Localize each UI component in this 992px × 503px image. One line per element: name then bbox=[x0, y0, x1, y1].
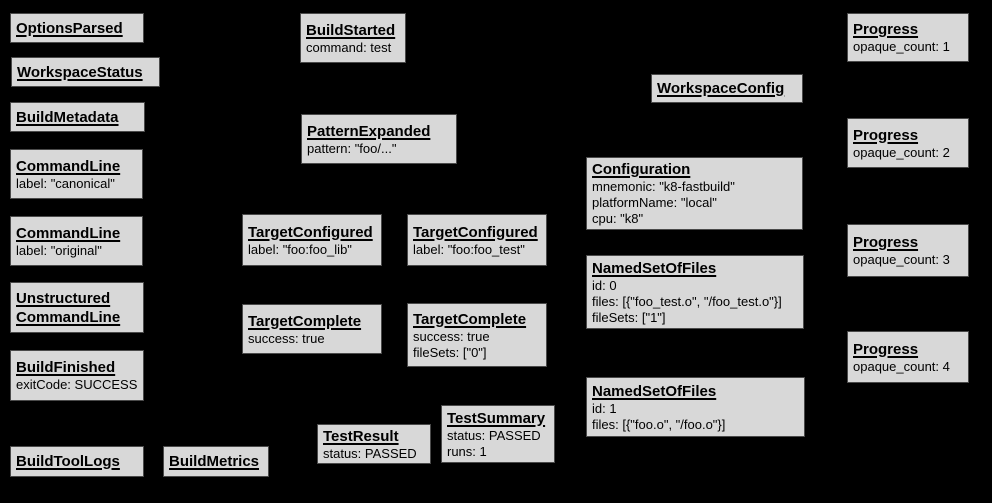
workspace-status-node: WorkspaceStatus bbox=[11, 57, 160, 87]
node-field: success: true bbox=[248, 330, 325, 346]
node-title: BuildFinished bbox=[16, 359, 116, 376]
node-field: platformName: "local" bbox=[592, 195, 717, 210]
build-tool-logs-node: BuildToolLogs bbox=[10, 446, 144, 477]
node-title: TargetComplete bbox=[413, 310, 527, 328]
node-title: Configuration bbox=[592, 161, 691, 178]
node-title: TargetConfigured bbox=[248, 223, 373, 241]
node-field: opaque_count: 2 bbox=[853, 144, 950, 160]
node-title: BuildToolLogs bbox=[16, 453, 120, 470]
options-parsed-node: OptionsParsed bbox=[10, 13, 144, 43]
node-title: Progress bbox=[853, 126, 919, 144]
node-title: BuildMetadata bbox=[16, 108, 119, 126]
node-title: OptionsParsed bbox=[16, 19, 123, 37]
node-field: command: test bbox=[306, 39, 392, 55]
node-title: TargetConfigured bbox=[413, 223, 538, 241]
node-title: NamedSetOfFiles bbox=[592, 382, 717, 400]
node-field: fileSets: ["0"] bbox=[413, 344, 487, 360]
node-field: opaque_count: 1 bbox=[853, 39, 950, 54]
node-title: Progress bbox=[853, 340, 919, 358]
node-field: cpu: "k8" bbox=[592, 211, 644, 226]
node-title: WorkspaceStatus bbox=[17, 63, 143, 81]
node-field: status: PASSED bbox=[447, 427, 541, 443]
node-field: exitCode: SUCCESS bbox=[16, 377, 138, 392]
node-field: runs: 1 bbox=[447, 443, 487, 459]
workspace-config-node: WorkspaceConfig bbox=[651, 74, 803, 103]
node-field: id: 1 bbox=[592, 400, 617, 416]
node-title: NamedSetOfFiles bbox=[592, 259, 717, 277]
node-field: files: [{"foo_test.o", "/foo_test.o"}] bbox=[592, 293, 782, 309]
node-field: label: "canonical" bbox=[16, 175, 115, 191]
node-field: fileSets: ["1"] bbox=[592, 309, 666, 325]
node-title: Progress bbox=[853, 21, 919, 38]
build-metadata-node: BuildMetadata bbox=[10, 102, 145, 132]
node-title: CommandLine bbox=[16, 224, 121, 242]
node-field: label: "original" bbox=[16, 242, 102, 258]
node-field: id: 0 bbox=[592, 277, 617, 293]
node-field: success: true bbox=[413, 328, 490, 344]
node-title: BuildMetrics bbox=[169, 453, 260, 470]
node-title: CommandLine bbox=[16, 308, 121, 326]
node-field: label: "foo:foo_test" bbox=[413, 241, 525, 257]
node-field: opaque_count: 3 bbox=[853, 252, 950, 267]
node-title: BuildStarted bbox=[306, 21, 396, 39]
node-field: status: PASSED bbox=[323, 445, 417, 461]
node-title: Unstructured bbox=[16, 289, 111, 307]
node-field: files: [{"foo.o", "/foo.o"}] bbox=[592, 416, 726, 432]
node-title: TestSummary bbox=[447, 409, 546, 427]
node-title: Progress bbox=[853, 234, 919, 251]
node-title: TargetComplete bbox=[248, 312, 362, 330]
node-title: TestResult bbox=[323, 427, 399, 445]
node-field: pattern: "foo/..." bbox=[307, 140, 397, 156]
node-title: CommandLine bbox=[16, 157, 121, 175]
node-title: WorkspaceConfig bbox=[657, 80, 785, 97]
node-field: label: "foo:foo_lib" bbox=[248, 241, 352, 257]
node-field: opaque_count: 4 bbox=[853, 358, 950, 374]
node-field: mnemonic: "k8-fastbuild" bbox=[592, 179, 735, 194]
node-title: PatternExpanded bbox=[307, 122, 431, 140]
build-metrics-node: BuildMetrics bbox=[163, 446, 269, 477]
